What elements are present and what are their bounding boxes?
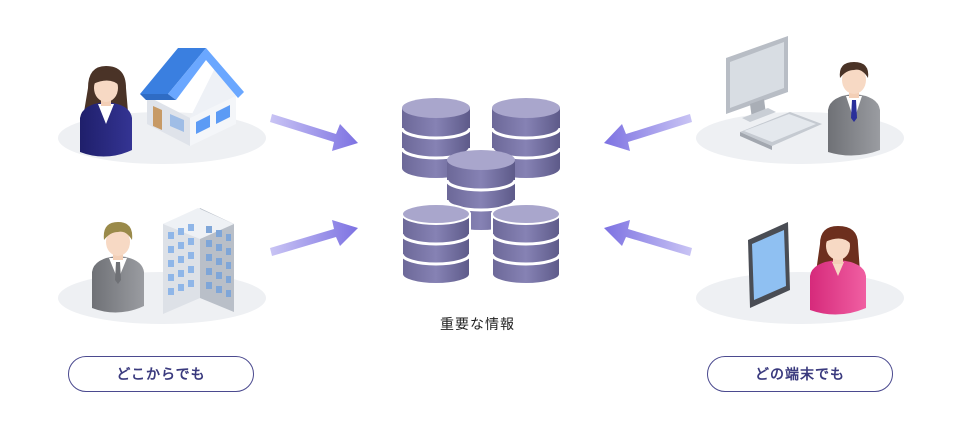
scene-bottom-left (58, 208, 266, 324)
office-building-icon (163, 208, 234, 314)
center-label: 重要な情報 (440, 317, 515, 333)
scene-top-right (696, 36, 904, 164)
database-icon (490, 203, 562, 285)
database-icon (400, 203, 472, 285)
woman-icon (810, 226, 866, 315)
platform (696, 272, 904, 324)
arrow-bottom-left (270, 220, 358, 256)
tablet-icon (748, 222, 790, 308)
arrow-top-right (604, 114, 692, 151)
left-pill-label: どこからでも (68, 356, 254, 392)
right-pill-label: どの端末でも (707, 356, 893, 392)
platform (58, 272, 266, 324)
man-icon (92, 222, 144, 313)
desktop-computer-icon (726, 36, 822, 150)
man-icon (828, 62, 880, 156)
arrow-bottom-right (604, 220, 692, 256)
scene-bottom-right (696, 222, 904, 324)
house-icon (140, 48, 244, 146)
database-cluster (400, 98, 562, 285)
woman-icon (80, 66, 132, 157)
arrow-top-left (270, 114, 358, 151)
scene-top-left (58, 48, 266, 164)
